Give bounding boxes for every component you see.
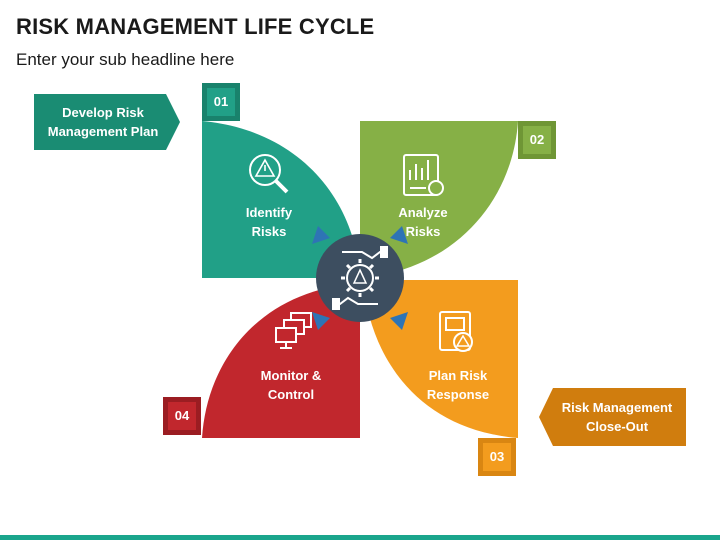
risk-search-icon [249,154,289,194]
hub-circle [316,234,404,322]
callout-start-text: Develop Risk Management Plan [47,105,159,139]
step-01-number: 01 [213,94,229,109]
step-02-number: 02 [529,132,545,147]
bottom-accent-bar [0,535,720,540]
step-01-label: Identify Risks [245,205,293,239]
risk-document-icon [439,311,473,352]
page-title: RISK MANAGEMENT LIFE CYCLE [16,14,375,39]
callout-end-text: Risk Management Close-Out [561,400,673,434]
page-subtitle: Enter your sub headline here [16,50,235,69]
callout-end-shape [539,388,686,446]
monitor-screens-icon [275,312,312,349]
step-03-label: Plan Risk Response [426,368,490,402]
step-03-number: 03 [489,449,505,464]
step-04-number: 04 [174,408,190,423]
chart-analysis-icon [403,154,444,196]
callout-start-shape [34,94,180,150]
step-04-label: Monitor & Control [260,368,322,402]
step-02-label: Analyze Risks [398,205,448,239]
hub-arrows [312,226,408,330]
gear-hands-icon [332,246,388,310]
